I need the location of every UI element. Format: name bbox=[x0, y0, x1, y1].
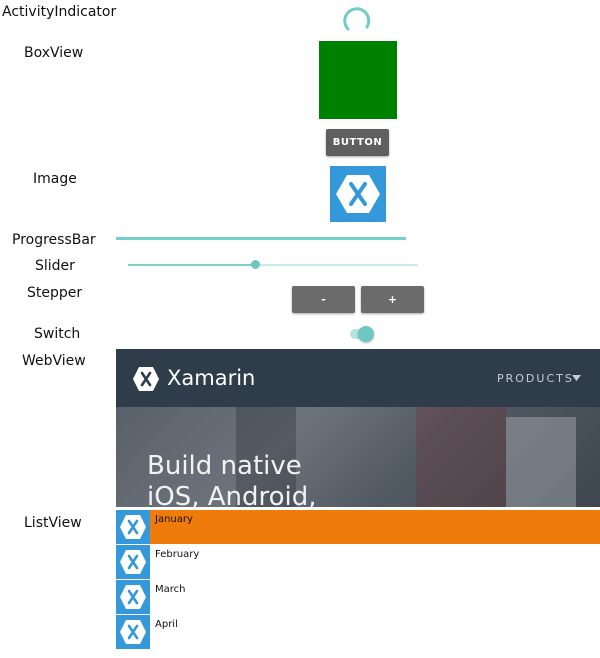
webview-hero-line1: Build native bbox=[147, 451, 302, 481]
switch-thumb[interactable] bbox=[358, 326, 374, 342]
xamarin-image bbox=[330, 166, 386, 222]
list-item[interactable]: March bbox=[116, 580, 600, 614]
hero-window bbox=[506, 417, 576, 507]
hero-shadow bbox=[236, 407, 296, 507]
list-item-label: April bbox=[155, 619, 178, 630]
xamarin-logo-icon bbox=[336, 175, 380, 213]
chevron-down-icon bbox=[572, 375, 581, 381]
webview[interactable]: Xamarin PRODUCTS Build native iOS, Andro… bbox=[116, 349, 600, 507]
xamarin-logo-icon bbox=[120, 550, 146, 574]
webview-products-menu[interactable]: PRODUCTS bbox=[497, 372, 574, 385]
stepper-minus-button[interactable]: - bbox=[292, 286, 355, 313]
list-item-icon bbox=[116, 615, 150, 649]
list-item-label: March bbox=[155, 584, 186, 595]
slider-thumb[interactable] bbox=[251, 260, 261, 269]
label-activity-indicator: ActivityIndicator bbox=[2, 4, 117, 20]
xamarin-logo-icon bbox=[133, 367, 159, 391]
main-button[interactable]: BUTTON bbox=[326, 129, 389, 156]
xamarin-logo-icon bbox=[120, 515, 146, 539]
boxview-square bbox=[319, 41, 397, 119]
stepper-plus-button[interactable]: + bbox=[361, 286, 424, 313]
progress-bar bbox=[116, 237, 406, 240]
switch-toggle[interactable] bbox=[350, 325, 376, 343]
list-item[interactable]: April bbox=[116, 615, 600, 649]
xamarin-logo-icon bbox=[120, 585, 146, 609]
label-webview: WebView bbox=[22, 353, 86, 369]
xamarin-logo-icon bbox=[120, 620, 146, 644]
label-progressbar: ProgressBar bbox=[12, 232, 96, 248]
list-item-icon bbox=[116, 545, 150, 579]
label-listview: ListView bbox=[24, 515, 82, 531]
label-boxview: BoxView bbox=[24, 45, 84, 61]
list-item-icon bbox=[116, 510, 150, 544]
slider-track bbox=[128, 264, 418, 266]
activity-indicator bbox=[340, 2, 374, 36]
hero-building bbox=[416, 407, 506, 507]
label-stepper: Stepper bbox=[27, 285, 83, 301]
label-slider: Slider bbox=[35, 258, 75, 274]
webview-header: Xamarin PRODUCTS bbox=[116, 349, 600, 407]
webview-hero: Build native iOS, Android, bbox=[116, 407, 600, 507]
label-switch: Switch bbox=[34, 326, 81, 342]
label-image: Image bbox=[33, 171, 77, 187]
slider[interactable] bbox=[128, 260, 418, 270]
list-item-label: January bbox=[155, 514, 193, 525]
list-item-icon bbox=[116, 580, 150, 614]
list-item-label: February bbox=[155, 549, 200, 560]
progress-fill bbox=[116, 237, 406, 240]
slider-fill bbox=[128, 264, 256, 266]
list-item[interactable]: January bbox=[116, 510, 600, 544]
webview-hero-line2: iOS, Android, bbox=[147, 482, 317, 507]
list-item[interactable]: February bbox=[116, 545, 600, 579]
spinner-icon bbox=[343, 7, 371, 31]
webview-brand[interactable]: Xamarin bbox=[167, 366, 256, 390]
